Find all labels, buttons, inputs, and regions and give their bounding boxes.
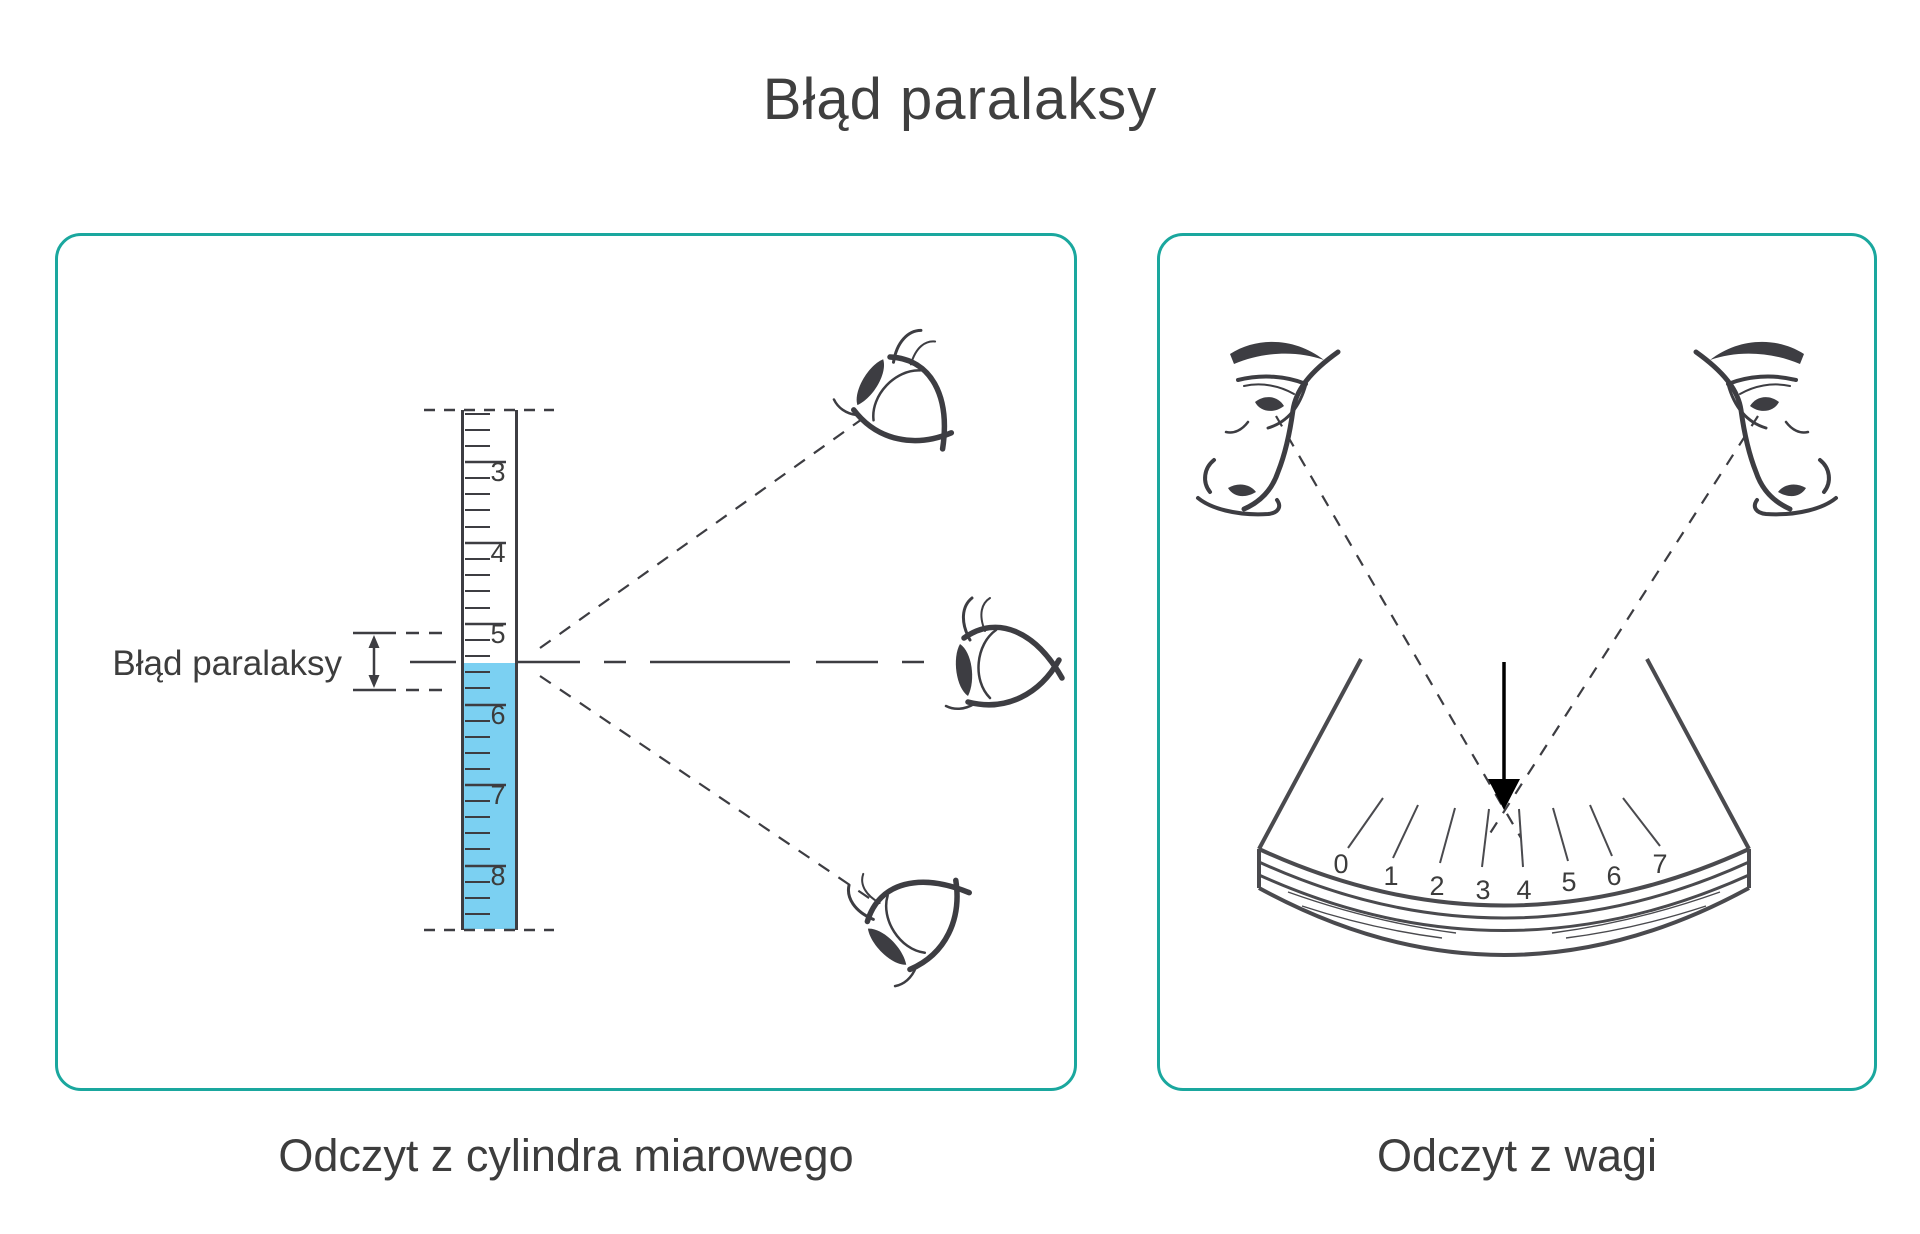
page-title: Błąd paralaksy	[762, 67, 1158, 132]
caption-right-panel: Odczyt z wagi	[1376, 1130, 1658, 1181]
caption-left-panel: Odczyt z cylindra miarowego	[278, 1130, 854, 1181]
panel-scale-reading	[1157, 233, 1877, 1091]
parallax-error-label: Błąd paralaksy	[112, 644, 342, 683]
